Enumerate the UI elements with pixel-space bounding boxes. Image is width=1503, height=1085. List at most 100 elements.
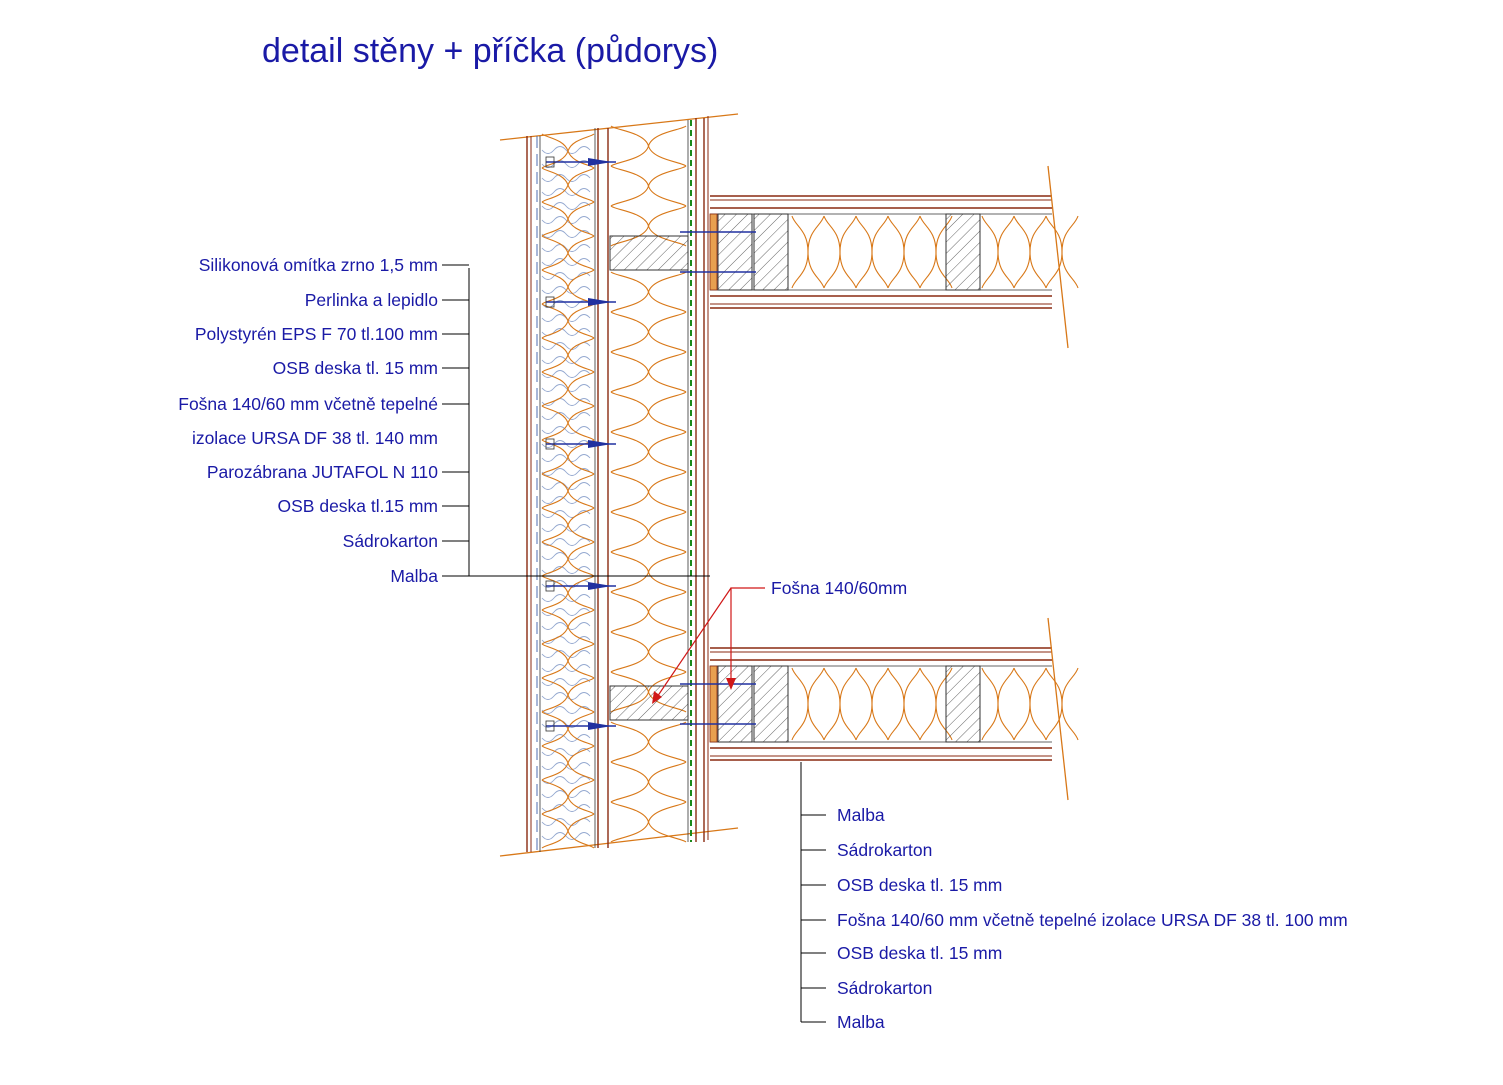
wool-loop [541,473,595,509]
wool-loop [541,269,595,305]
eps-texture-wave [541,538,591,546]
wool-loop [610,311,687,353]
eps-texture-wave [541,146,591,154]
wool-loop [541,405,595,441]
wool-loop [541,439,595,475]
partition-wool-loop [839,215,857,289]
wool-loop [541,813,595,849]
wool-loop [541,745,595,781]
wool-loop [541,337,595,373]
anchor-head [545,720,555,732]
eps-texture-wave [541,664,591,672]
anchor-head [545,438,555,450]
partition-stud-end-1 [717,213,753,291]
wool-loop [610,721,687,763]
partition-wool-loop [871,667,889,741]
eps-texture-wave [541,636,591,644]
partition-wool-loop [823,667,841,741]
callout-arrowhead-right [726,678,736,690]
partition-stud-mid [945,213,981,291]
callout-arrowhead-left [652,691,662,704]
partition-wool-loop [855,215,873,289]
wool-loop [541,371,595,407]
partition-wool-loop [903,667,921,741]
partition-wool-loop [887,215,905,289]
partition-wool-loop [1013,667,1031,741]
partition-wool-loop [887,667,905,741]
eps-texture-wave [541,412,591,420]
eps-texture-wave [541,622,591,630]
partition-stud-end-2 [753,213,789,291]
wall-label-5: izolace URSA DF 38 tl. 140 mm [192,428,438,448]
partition-seal-strip [709,213,718,291]
eps-texture-wave [541,608,591,616]
eps-texture-wave [541,272,591,280]
wool-loop [610,631,687,673]
eps-texture [541,146,591,840]
wool-loop [541,711,595,747]
partition-wool-loop [903,215,921,289]
wool-loop [541,643,595,679]
eps-texture-wave [541,174,591,182]
partition-label-5: Sádrokarton [837,978,932,998]
wall-label-9: Malba [390,566,438,586]
partition-wool-loop [791,215,809,289]
wool-loop [541,677,595,713]
partition-wool-loop [919,667,937,741]
partition-label-3: Fošna 140/60 mm včetně tepelné izolace U… [837,910,1348,930]
wool-loop [541,201,595,237]
wool-texture-eps [541,133,595,849]
eps-texture-wave [541,202,591,210]
wool-loop [541,303,595,339]
eps-texture-wave [541,678,591,686]
wool-loop [541,541,595,577]
exterior-wall [499,113,739,857]
eps-texture-wave [541,258,591,266]
partition-wool-loop [1013,215,1031,289]
anchor-tip [588,298,612,306]
wall-label-2: Polystyrén EPS F 70 tl.100 mm [195,324,438,344]
partition-wool-loop [839,667,857,741]
wool-loop [610,551,687,593]
eps-texture-wave [541,496,591,504]
eps-texture-wave [541,398,591,406]
partition-wool-loop [807,215,825,289]
partition-wool-loop [823,215,841,289]
partition-wool-loop [997,667,1015,741]
eps-texture-wave [541,426,591,434]
wool-texture-stud [610,125,687,843]
partition-wall-lower [680,617,1079,801]
eps-texture-wave [541,454,591,462]
partition-wool-loop [1029,215,1047,289]
eps-texture-wave [541,482,591,490]
wall-break-top [499,113,739,141]
wool-loop [610,165,687,207]
partition-wool-loop [997,215,1015,289]
partition-label-2: OSB deska tl. 15 mm [837,875,1002,895]
partition-wool-loop [855,667,873,741]
anchor-tip [588,582,612,590]
partition-label-4: OSB deska tl. 15 mm [837,943,1002,963]
partition-stud-mid [945,665,981,743]
partition-label-6: Malba [837,1012,885,1032]
timber-plank-lower [609,685,689,721]
eps-texture-wave [541,692,591,700]
wall-label-3: OSB deska tl. 15 mm [273,358,438,378]
partition-label-0: Malba [837,805,885,825]
wool-loop [610,471,687,513]
wool-loop [541,507,595,543]
eps-texture-wave [541,832,591,840]
eps-texture-wave [541,384,591,392]
wall-break-bottom [499,827,739,857]
anchor-head [545,156,555,168]
eps-texture-wave [541,650,591,658]
partition-wool-loop [791,667,809,741]
eps-texture-wave [541,188,591,196]
plank-callout-label: Fošna 140/60mm [771,578,907,598]
partition-wool-loop [981,667,999,741]
wool-loop [541,133,595,169]
anchor-head [545,580,555,592]
partition-wool-loop [1061,667,1079,741]
partition-seal-strip [709,665,718,743]
